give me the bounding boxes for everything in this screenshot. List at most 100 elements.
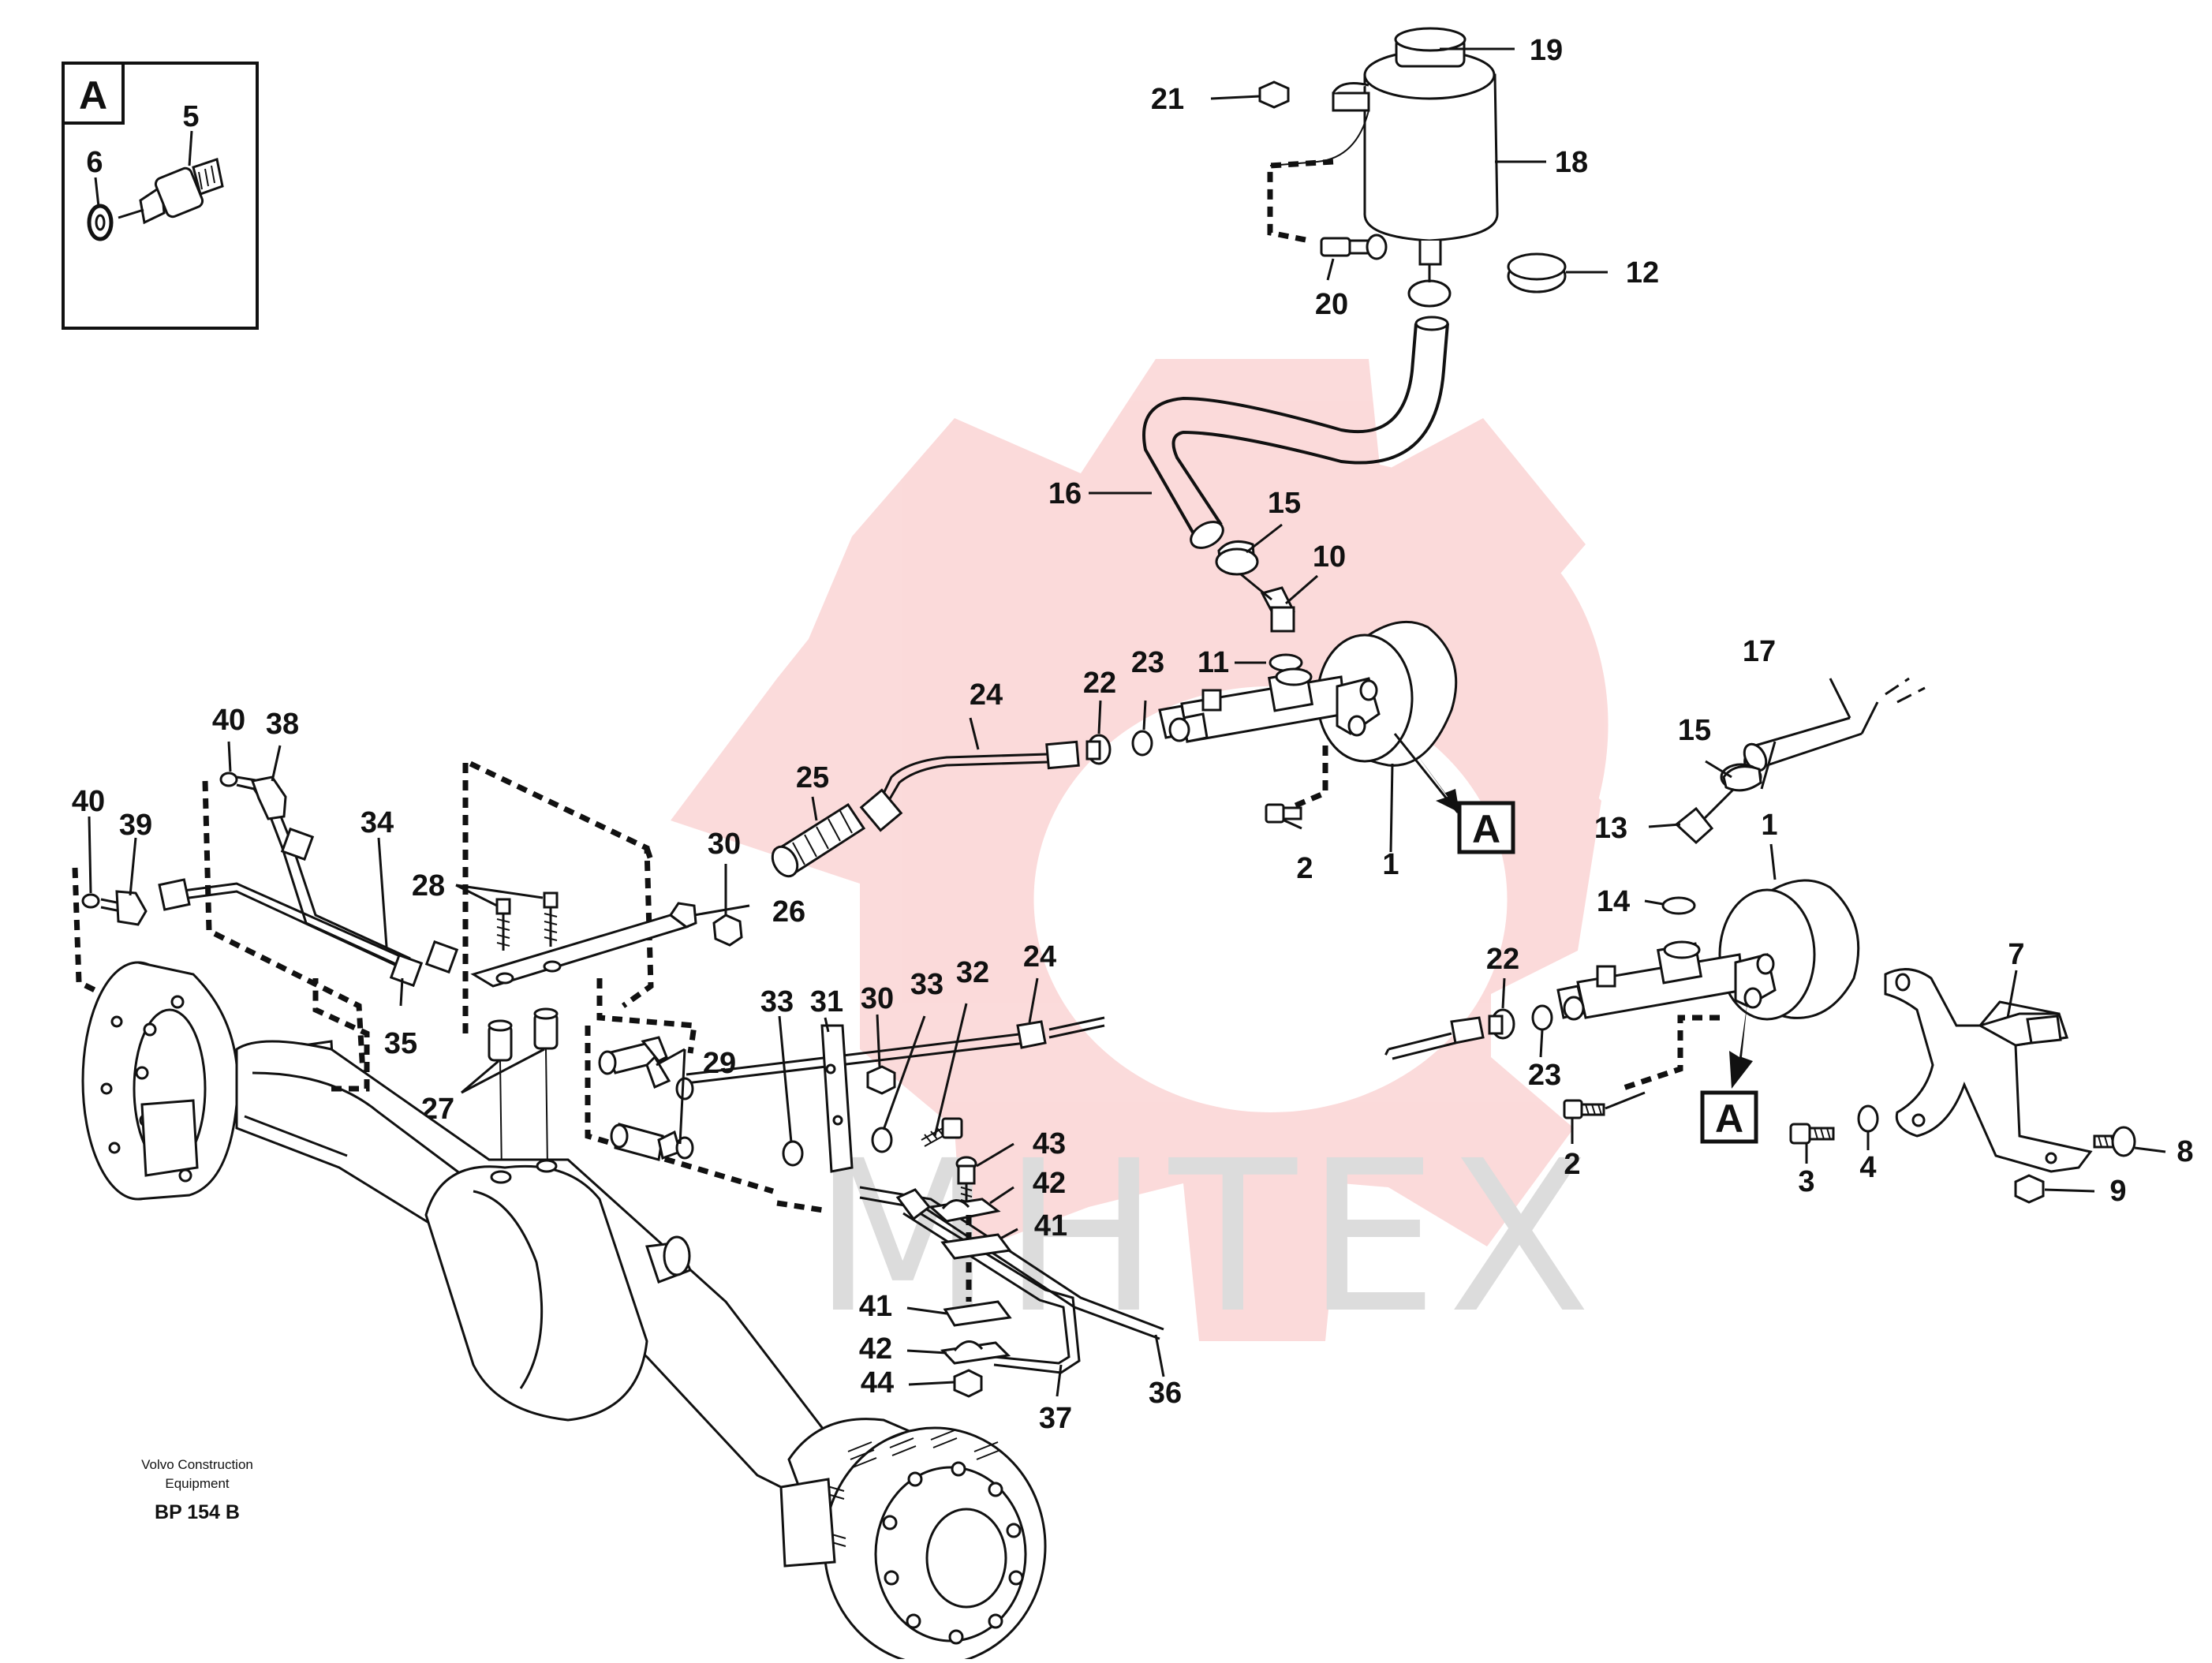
tee-fitting-29a xyxy=(598,1036,671,1089)
leader-31 xyxy=(824,1017,830,1033)
washer-14 xyxy=(1661,896,1696,915)
leader-5 xyxy=(188,130,193,166)
arrow-to-a-1 xyxy=(1416,753,1459,813)
nipple-22b-body xyxy=(1488,1015,1504,1035)
fitting-10-pipe xyxy=(1240,573,1272,601)
leader-10 xyxy=(1285,574,1318,605)
cylinder-nipple-2 xyxy=(1563,996,1585,1021)
hose-clamp-15b xyxy=(1720,763,1762,792)
leader-24b xyxy=(1028,977,1039,1023)
fitting-13-pipe xyxy=(1702,787,1736,820)
detail-tag-a-1 xyxy=(1457,801,1515,854)
watermark-text: MHTEX xyxy=(813,1116,1601,1359)
axle-beam-edge-lower xyxy=(244,1115,348,1157)
leader-44 xyxy=(908,1381,955,1386)
axle-assembly xyxy=(81,961,1047,1663)
callout-14: 14 xyxy=(1597,885,1630,918)
leader-34 xyxy=(377,837,388,947)
fitting-5 xyxy=(118,158,224,225)
leader-29a xyxy=(656,1048,686,1067)
differential-housing xyxy=(424,1164,648,1422)
washer-33b xyxy=(871,1127,893,1153)
watermark-swoosh xyxy=(962,452,1609,955)
leader-6 xyxy=(94,177,100,207)
callout-1a: 1 xyxy=(1382,848,1399,881)
bracket-7-block xyxy=(2026,1015,2062,1045)
pipe-24b-edge xyxy=(686,1041,1026,1085)
right-hub-cap xyxy=(925,1508,1007,1609)
leader-20 xyxy=(1326,258,1335,281)
callout-1b: 1 xyxy=(1761,809,1777,842)
screw-43 xyxy=(955,1156,977,1211)
leader-41b xyxy=(906,1306,947,1315)
caption-line-2: Equipment xyxy=(165,1476,230,1491)
pipe-39-line-b xyxy=(100,890,411,974)
leader-35 xyxy=(399,977,404,1007)
leader-27a xyxy=(461,1059,499,1094)
leader-2a xyxy=(1283,819,1302,830)
nut-9 xyxy=(2014,1174,2045,1204)
callout-12: 12 xyxy=(1626,256,1659,290)
elbow-38 xyxy=(250,775,287,820)
leader-32 xyxy=(933,1003,968,1137)
union-nut-right xyxy=(1450,1016,1485,1045)
leader-24a xyxy=(969,717,980,750)
leader-22a xyxy=(1097,700,1102,734)
nut-30a xyxy=(712,914,743,947)
reservoir-outlet xyxy=(1418,241,1442,266)
callout-7: 7 xyxy=(2008,938,2024,971)
callout-16: 16 xyxy=(1048,477,1082,510)
callout-23a: 23 xyxy=(1131,646,1164,679)
leader-a-1 xyxy=(1393,733,1459,813)
union-24b xyxy=(1016,1020,1047,1049)
callout-33a: 33 xyxy=(760,985,794,1018)
union-nut-24b xyxy=(859,788,903,832)
leader-39 xyxy=(129,837,137,896)
leader-26 xyxy=(693,904,750,917)
pipe-37-line-a xyxy=(902,1201,1081,1374)
pipe-24b-end xyxy=(1048,1016,1105,1039)
callout-24a: 24 xyxy=(970,678,1003,712)
clip-42b-loop xyxy=(953,1340,984,1351)
washer-6-hole xyxy=(95,214,106,231)
reservoir-clamp xyxy=(1332,82,1369,94)
callout-22a: 22 xyxy=(1083,667,1116,700)
plate-41a xyxy=(940,1233,1012,1260)
bolt-32 xyxy=(921,1117,963,1147)
callout-38: 38 xyxy=(266,708,299,741)
callout-22b: 22 xyxy=(1486,943,1519,976)
reservoir-bracket-arm xyxy=(1269,110,1369,166)
nipple-22-body xyxy=(1085,740,1101,760)
dashed-link-axle xyxy=(312,978,370,1092)
plate-41b xyxy=(943,1300,1012,1327)
dashed-link-29a xyxy=(596,978,697,1054)
dashed-link-29b xyxy=(585,1026,774,1194)
cylinder-port-2-top xyxy=(1663,940,1701,959)
brake-pipes-left: 40 38 40 39 34 35 xyxy=(72,704,459,1074)
pipe-clips: 43 42 41 41 42 44 37 36 xyxy=(859,1127,1182,1435)
callout-2b: 2 xyxy=(1564,1148,1580,1181)
callout-41b: 41 xyxy=(859,1290,892,1323)
bracket-7-assembly: 7 8 9 3 4 xyxy=(1789,938,2194,1208)
callout-28: 28 xyxy=(412,869,445,903)
callout-15b: 15 xyxy=(1678,714,1711,747)
hose-16: 16 15 10 11 xyxy=(1048,316,1449,679)
leader-41a xyxy=(1000,1228,1018,1240)
leader-40b xyxy=(88,816,92,894)
dashed-link-2a xyxy=(1292,746,1328,809)
reservoir-bracket xyxy=(1332,92,1370,112)
dashed-link-20 xyxy=(1267,159,1334,244)
spacers-27 xyxy=(488,1007,559,1176)
callout-35: 35 xyxy=(384,1027,417,1060)
nipple-29a xyxy=(675,1077,694,1101)
callout-36: 36 xyxy=(1149,1377,1182,1410)
leader-25 xyxy=(811,796,818,821)
pinion-end xyxy=(663,1235,691,1276)
reservoir-body-18 xyxy=(1363,73,1499,242)
watermark-logo: MHTEX xyxy=(671,359,1609,1359)
callout-40b: 40 xyxy=(72,785,105,818)
right-assembly: A 17 15 13 14 1 22 23 2 xyxy=(1383,635,1926,1181)
callout-3: 3 xyxy=(1798,1165,1814,1198)
leader-23a xyxy=(1142,700,1147,731)
